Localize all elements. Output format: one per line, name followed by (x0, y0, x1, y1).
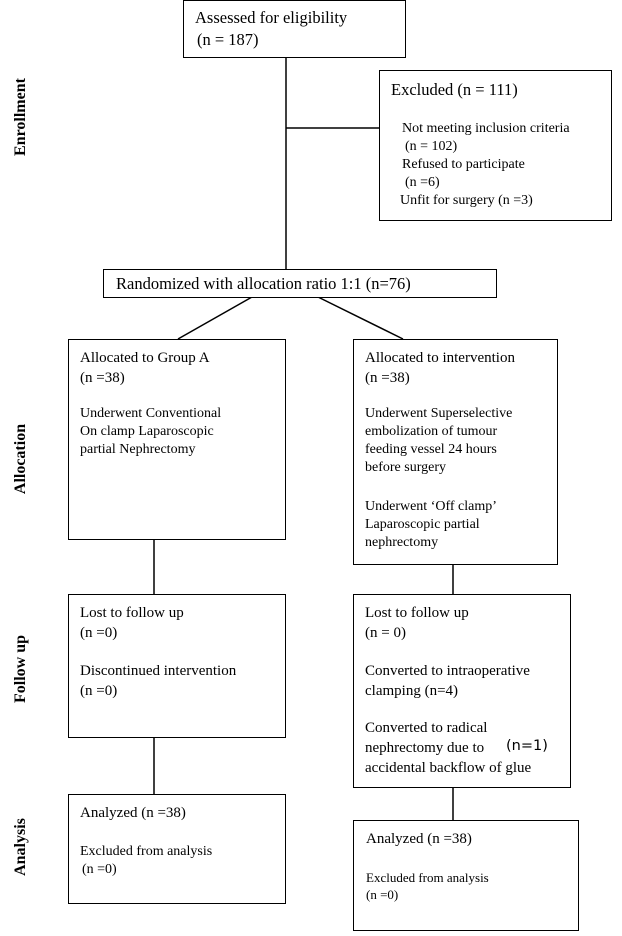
group-b-converted-radical-2: nephrectomy due to (365, 740, 485, 756)
group-b-allocation-desc1-1: Underwent Superselective (365, 406, 513, 421)
group-b-converted-radical-1: Converted to radical (365, 720, 488, 736)
group-b-excluded-analysis-label: Excluded from analysis (366, 870, 489, 885)
randomized-box: Randomized with allocation ratio 1:1 (n=… (103, 269, 497, 298)
excluded-title: Excluded (n = 111) (391, 80, 518, 99)
group-b-converted-clamping-1: Converted to intraoperative (365, 663, 530, 679)
connector-randomized-to-group-a (177, 296, 253, 340)
group-b-lost-count: (n = 0) (365, 625, 406, 641)
group-b-allocation-desc1-3: feeding vessel 24 hours (365, 442, 497, 457)
stage-label-analysis: Analysis (12, 818, 29, 876)
excluded-box: Excluded (n = 111) Not meeting inclusion… (379, 70, 612, 221)
group-b-converted-clamping-2: clamping (n=4) (365, 683, 459, 699)
group-a-excluded-analysis-label: Excluded from analysis (80, 844, 213, 859)
group-a-allocation-count: (n =38) (80, 370, 125, 386)
group-a-allocation-desc-2: On clamp Laparoscopic (80, 424, 214, 439)
group-a-allocation-desc-1: Underwent Conventional (80, 406, 222, 421)
group-b-excluded-analysis-count: (n =0) (366, 887, 399, 902)
randomized-label: Randomized with allocation ratio 1:1 (n=… (116, 274, 411, 293)
group-b-lost-label: Lost to follow up (365, 605, 469, 621)
group-b-allocation-desc2-2: Laparoscopic partial (365, 517, 480, 532)
group-b-allocation-desc2-1: Underwent ‘Off clamp’ (365, 499, 497, 514)
excluded-reason-unfit: Unfit for surgery (n =3) (400, 193, 533, 208)
group-a-followup-box: Lost to follow up (n =0) Discontinued in… (68, 594, 286, 738)
group-b-converted-radical-3: accidental backflow of glue (365, 760, 532, 776)
group-b-followup-box: Lost to follow up (n = 0) Converted to i… (353, 594, 571, 788)
group-a-allocation-title: Allocated to Group A (80, 350, 210, 366)
group-b-analyzed-label: Analyzed (n =38) (366, 831, 472, 847)
group-a-discontinued-label: Discontinued intervention (80, 663, 237, 679)
group-b-converted-radical-count: (n=1) (506, 738, 548, 754)
assessed-count: (n = 187) (197, 30, 259, 49)
group-b-allocation-desc1-2: embolization of tumour (365, 424, 498, 439)
group-a-excluded-analysis-count: (n =0) (82, 862, 117, 877)
group-a-lost-label: Lost to follow up (80, 605, 184, 621)
group-a-analyzed-label: Analyzed (n =38) (80, 805, 186, 821)
group-b-allocation-title: Allocated to intervention (365, 350, 515, 366)
excluded-reason-inclusion-count: (n = 102) (405, 139, 458, 154)
group-b-allocation-count: (n =38) (365, 370, 410, 386)
excluded-reason-refused-count: (n =6) (405, 175, 440, 190)
group-b-allocation-desc2-3: nephrectomy (365, 535, 439, 550)
group-b-allocation-desc1-4: before surgery (365, 460, 446, 475)
stage-label-follow-up: Follow up (12, 635, 29, 704)
group-a-allocation-desc-3: partial Nephrectomy (80, 442, 196, 457)
excluded-reason-refused: Refused to participate (402, 157, 525, 172)
group-a-analysis-box: Analyzed (n =38) Excluded from analysis … (68, 794, 286, 904)
group-a-lost-count: (n =0) (80, 625, 118, 641)
assessed-box: Assessed for eligibility (n = 187) (183, 0, 406, 58)
group-a-discontinued-count: (n =0) (80, 683, 118, 699)
group-a-allocation-box: Allocated to Group A (n =38) Underwent C… (68, 339, 286, 540)
connector-randomized-to-group-b (317, 296, 404, 340)
group-b-analysis-box: Analyzed (n =38) Excluded from analysis … (353, 820, 579, 931)
assessed-label: Assessed for eligibility (195, 8, 348, 27)
stage-label-enrollment: Enrollment (12, 78, 29, 156)
stage-label-allocation: Allocation (12, 423, 29, 495)
group-b-allocation-box: Allocated to intervention (n =38) Underw… (353, 339, 558, 565)
excluded-reason-inclusion: Not meeting inclusion criteria (402, 121, 570, 136)
